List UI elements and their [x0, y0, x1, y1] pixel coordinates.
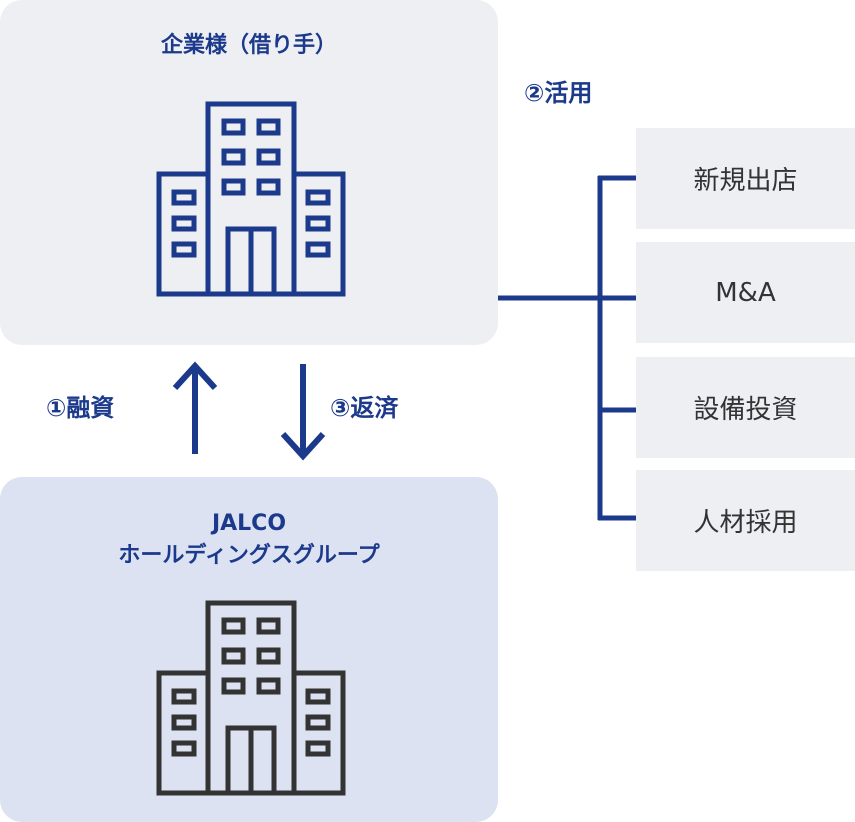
company-title: 企業様（借り手） — [160, 33, 337, 58]
arrow-up-icon — [172, 361, 218, 454]
financing-label: ①融資 — [46, 394, 115, 422]
use-item-new-store: 新規出店 — [636, 128, 855, 229]
repayment-label: ③返済 — [330, 394, 399, 422]
use-item-recruitment: 人材採用 — [636, 470, 855, 571]
use-item-equipment: 設備投資 — [636, 357, 855, 458]
use-label: ②活用 — [524, 79, 593, 107]
jalco-title-line2: ホールディングスグループ — [118, 543, 380, 568]
use-item-ma: M&A — [636, 242, 855, 343]
company-building-icon — [156, 101, 346, 297]
jalco-building-icon — [156, 600, 346, 796]
arrow-down-icon — [280, 364, 326, 461]
jalco-title-line1: JALCO — [211, 511, 287, 536]
